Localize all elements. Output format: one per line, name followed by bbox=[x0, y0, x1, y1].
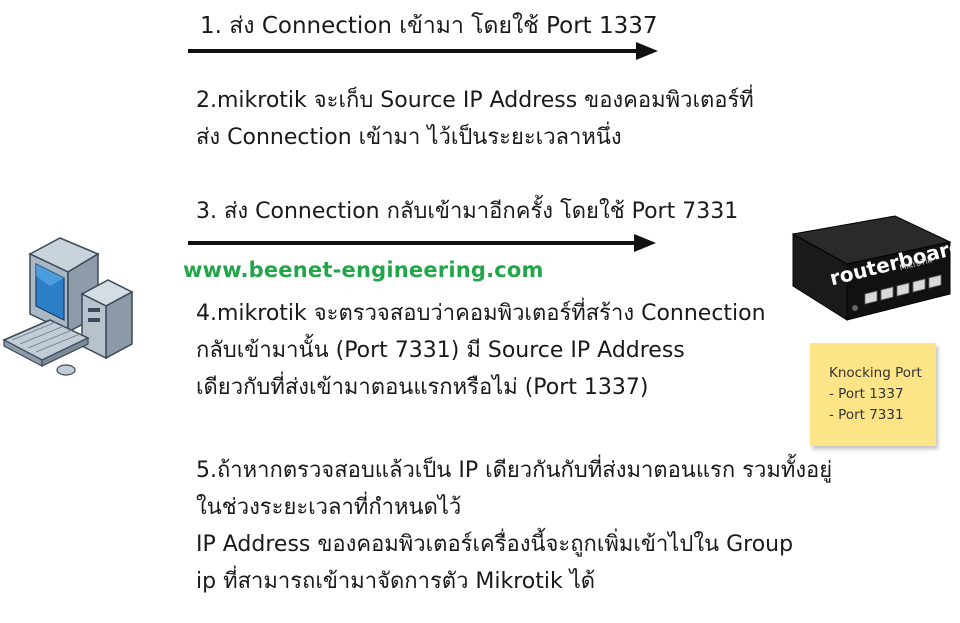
step-line: 4.mikrotik จะตรวจสอบว่าคอมพิวเตอร์ที่สร้… bbox=[196, 301, 766, 326]
step-line: 5.ถ้าหากตรวจสอบแล้วเป็น IP เดียวกันกับที… bbox=[196, 458, 833, 483]
arrow-to-router-1 bbox=[188, 42, 658, 60]
computer-icon bbox=[2, 237, 134, 376]
step-line: กลับเข้ามานั้น (Port 7331) มี Source IP … bbox=[196, 338, 685, 363]
watermark-url: www.beenet-engineering.com bbox=[183, 258, 544, 282]
router-icon: routerboard MikroTik bbox=[791, 215, 955, 321]
note-port-list: - Port 1337 - Port 7331 bbox=[829, 384, 904, 426]
arrow-to-router-2 bbox=[188, 234, 656, 252]
step-line: 3. ส่ง Connection กลับเข้ามาอีกครั้ง โดย… bbox=[196, 199, 739, 224]
step-line: 2.mikrotik จะเก็บ Source IP Address ของค… bbox=[196, 88, 754, 113]
note-port-item: - Port 7331 bbox=[829, 407, 904, 423]
step-line: ในช่วงระยะเวลาที่กำหนดไว้ bbox=[196, 495, 462, 520]
note-port-item: - Port 1337 bbox=[829, 386, 904, 402]
step-line: IP Address ของคอมพิวเตอร์เครื่องนี้จะถูก… bbox=[196, 532, 794, 557]
step-line: เดียวกับที่ส่งเข้ามาตอนแรกหรือไม่ (Port … bbox=[196, 375, 649, 400]
step-3-text: 3. ส่ง Connection กลับเข้ามาอีกครั้ง โดย… bbox=[196, 193, 738, 230]
step-2-text: 2.mikrotik จะเก็บ Source IP Address ของค… bbox=[196, 82, 754, 156]
step-5-text: 5.ถ้าหากตรวจสอบแล้วเป็น IP เดียวกันกับที… bbox=[196, 452, 832, 600]
step-line: ส่ง Connection เข้ามา ไว้เป็นระยะเวลาหนึ… bbox=[196, 125, 622, 150]
step-line: ip ที่สามารถเข้ามาจัดการตัว Mikrotik ได้ bbox=[196, 569, 596, 594]
step-1-text: 1. ส่ง Connection เข้ามา โดยใช้ Port 133… bbox=[200, 8, 658, 45]
knocking-port-note: Knocking Port - Port 1337 - Port 7331 bbox=[810, 343, 936, 446]
note-title: Knocking Port bbox=[829, 365, 922, 381]
step-line: 1. ส่ง Connection เข้ามา โดยใช้ Port 133… bbox=[200, 13, 658, 39]
step-4-text: 4.mikrotik จะตรวจสอบว่าคอมพิวเตอร์ที่สร้… bbox=[196, 295, 766, 406]
